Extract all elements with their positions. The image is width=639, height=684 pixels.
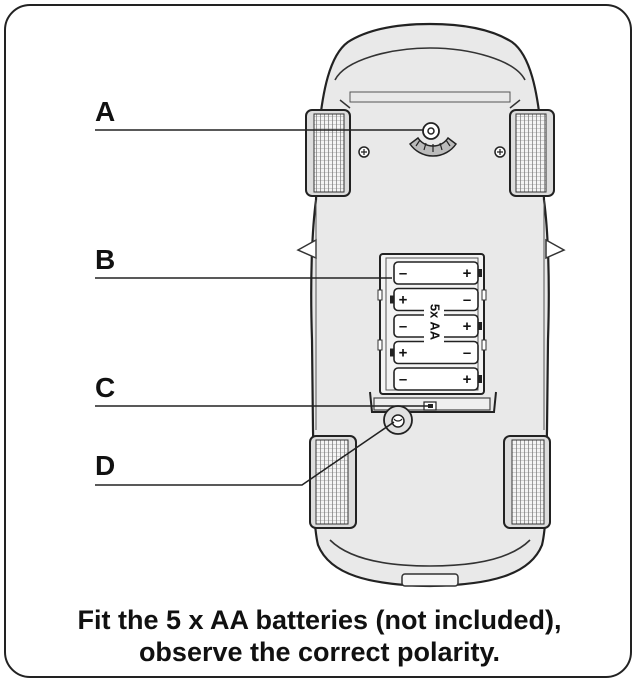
battery-compartment[interactable]: –++––++––+ 5x AA bbox=[377, 253, 487, 395]
battery-cell: –+ bbox=[393, 367, 482, 391]
polarity-mark-right: + bbox=[463, 265, 472, 282]
front-right-tire bbox=[509, 109, 555, 197]
front-left-tire bbox=[305, 109, 351, 197]
callout-label-b: B bbox=[95, 244, 116, 275]
polarity-mark-right: + bbox=[463, 371, 472, 388]
rear-left-tire bbox=[309, 435, 357, 529]
polarity-mark-left: + bbox=[399, 292, 408, 309]
steering-trim-dial[interactable] bbox=[408, 122, 458, 157]
polarity-mark-right: – bbox=[463, 292, 471, 309]
rear-right-tire bbox=[503, 435, 551, 529]
callout-label-c: C bbox=[95, 372, 116, 403]
rounded-frame bbox=[4, 4, 632, 678]
screw-icon bbox=[494, 146, 506, 158]
leader-lines bbox=[95, 129, 430, 486]
instruction-caption: Fit the 5 x AA batteries (not included),… bbox=[0, 604, 639, 668]
polarity-mark-left: – bbox=[399, 371, 407, 388]
battery-type-label: 5x AA bbox=[428, 304, 443, 341]
screw-icon bbox=[358, 146, 370, 158]
polarity-mark-right: – bbox=[463, 345, 471, 362]
polarity-mark-left: – bbox=[399, 265, 407, 282]
polarity-mark-left: – bbox=[399, 318, 407, 335]
caption-line-1: Fit the 5 x AA batteries (not included), bbox=[77, 605, 562, 635]
polarity-mark-left: + bbox=[399, 345, 408, 362]
leader-line-d bbox=[95, 421, 395, 486]
battery-cell: –+ bbox=[393, 261, 482, 285]
caption-line-2: observe the correct polarity. bbox=[138, 637, 501, 667]
callout-label-a: A bbox=[95, 96, 116, 127]
callout-label-d: D bbox=[95, 450, 116, 481]
polarity-mark-right: + bbox=[463, 318, 472, 335]
battery-cover-screw[interactable] bbox=[383, 405, 413, 435]
